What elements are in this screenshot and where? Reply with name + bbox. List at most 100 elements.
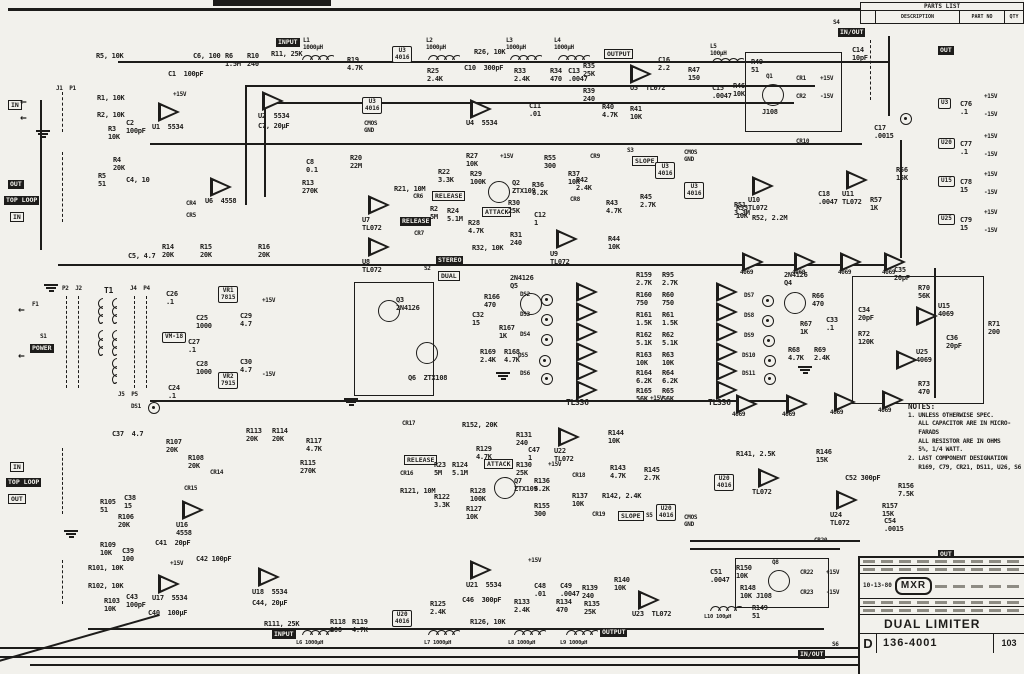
component-label: DS5 — [518, 352, 528, 359]
opamp-symbol — [916, 306, 938, 326]
component-label: C17 .0015 — [874, 124, 894, 141]
notes-lines: 1. UNLESS OTHERWISE SPEC. ALL CAPACITOR … — [908, 412, 1022, 473]
component-label: R119 4.7K — [352, 618, 368, 635]
component-label: C79 15 — [960, 216, 972, 233]
component-label: R34 470 — [550, 67, 562, 84]
component-label: J108 — [762, 108, 778, 116]
led-indicator — [539, 355, 551, 367]
component-label: C35 20pF — [894, 266, 910, 283]
component-label: -15V — [984, 227, 998, 234]
component-label: +15V — [650, 395, 664, 402]
component-label: Q6 ZTX108 — [408, 374, 448, 382]
component-label: C47 1 — [528, 446, 540, 463]
component-label: CR6 — [413, 193, 423, 200]
component-label: U9 TL072 — [550, 250, 570, 267]
parts-list-col-qty: QTY — [1009, 14, 1019, 21]
component-label: C42 100pF — [196, 555, 232, 563]
component-label: U7 TL072 — [362, 216, 382, 233]
component-label: C16 2.2 — [658, 56, 670, 73]
led-indicator — [541, 294, 553, 306]
notes-block: NOTES: 1. UNLESS OTHERWISE SPEC. ALL CAP… — [908, 402, 1022, 472]
ic-box: U3 4016 — [684, 182, 705, 200]
component-label: C52 300pF — [845, 474, 881, 482]
component-label: R35 25K — [583, 62, 595, 79]
title-block-date: 10-13-80 — [863, 582, 892, 589]
component-label: R113 20K — [246, 427, 262, 444]
component-label: R65 56K — [662, 387, 674, 404]
component-label: C10 300pF — [464, 64, 504, 72]
component-label: C33 .1 — [826, 316, 838, 333]
ground-symbol — [496, 372, 510, 380]
component-label: C25 1000 — [196, 314, 212, 331]
boxed-label: IN — [10, 212, 24, 223]
component-label: R165 56K — [636, 387, 652, 404]
component-label: R117 4.7K — [306, 437, 322, 454]
led-indicator — [900, 113, 912, 125]
component-label: U24 TL072 — [830, 511, 850, 528]
component-label: 4069 — [878, 407, 892, 414]
component-label: R41 10K — [630, 105, 642, 122]
component-label: Q2 ZTX109 — [512, 179, 536, 196]
connector-dashed — [62, 448, 63, 514]
title-block-brand-bars — [935, 584, 1021, 588]
component-label: R47 150 — [688, 66, 700, 83]
component-label: C54 .0015 — [884, 517, 904, 534]
component-label: R111, 25K — [264, 620, 300, 628]
component-label: 4069 — [732, 411, 746, 418]
component-label: U16 4558 — [176, 521, 192, 538]
component-label: C12 1 — [534, 211, 546, 228]
component-label: DS11 — [742, 370, 756, 377]
component-label: CR1 — [796, 75, 806, 82]
component-label: CR10 — [796, 138, 810, 145]
component-label: U22 TL072 — [554, 447, 574, 464]
component-label: 4069 — [792, 269, 806, 276]
opamp-symbol — [158, 574, 180, 594]
boxed-label: RELEASE — [404, 455, 438, 466]
component-label: R148 10K — [740, 584, 756, 601]
component-label: R24 5.1M — [447, 207, 463, 224]
component-label: R130 25K — [516, 461, 532, 478]
component-label: C2 100pF — [126, 119, 146, 136]
boxed-label: ATTACK — [484, 459, 514, 470]
opamp-symbol — [752, 176, 774, 196]
panel-label: INPUT — [272, 630, 296, 640]
block-outline — [745, 52, 842, 132]
boxed-label: RELEASE — [432, 191, 466, 202]
opamp-symbol — [158, 102, 180, 122]
component-label: R2 5M — [430, 205, 438, 222]
component-label: R53 10K — [736, 204, 748, 221]
parts-list-title: PARTS LIST — [861, 3, 1023, 12]
component-label: C26 .1 — [166, 290, 178, 307]
component-label: R4 20K — [113, 156, 125, 173]
component-label: R72 120K — [858, 330, 874, 347]
component-label: DS10 — [742, 352, 756, 359]
led-indicator — [764, 373, 776, 385]
wire-segment — [264, 102, 794, 104]
opamp-symbol — [576, 302, 598, 322]
component-label: R69 2.4K — [814, 346, 830, 363]
component-label: +15V — [984, 209, 998, 216]
component-label: R32, 10K — [472, 244, 504, 252]
opamp-symbol — [258, 567, 280, 587]
component-label: R149 51 — [752, 604, 768, 621]
component-label: R164 6.2K — [636, 369, 652, 386]
note-line: ALL RESISTOR ARE IN OHMS — [908, 437, 1001, 445]
component-label: L4 1000μH — [554, 37, 574, 51]
component-label: +15V — [826, 569, 840, 576]
component-label: -15V — [984, 111, 998, 118]
component-label: 4069 — [838, 269, 852, 276]
opamp-symbol — [210, 177, 232, 197]
component-label: ← — [20, 95, 27, 108]
opamp-symbol — [846, 170, 868, 190]
ground-symbol — [798, 366, 812, 374]
component-label: R159 2.7K — [636, 271, 652, 288]
component-label: R56 15K — [896, 166, 908, 183]
inductor-coil — [428, 630, 460, 635]
component-label: R52, 2.2M — [752, 214, 788, 222]
component-label: R136 6.2K — [534, 477, 550, 494]
transistor-symbol — [494, 477, 516, 499]
component-label: R13 270K — [302, 179, 318, 196]
transistor-symbol — [378, 300, 400, 322]
component-label: R140 10K — [614, 576, 630, 593]
drawing-size: D — [860, 634, 877, 653]
